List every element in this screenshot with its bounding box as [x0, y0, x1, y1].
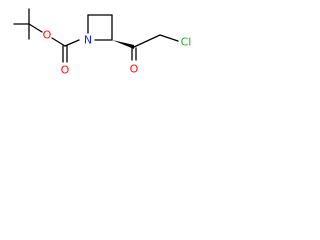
- ketone-oxygen-label: O: [130, 63, 139, 76]
- bond-ch2-to-chlorine: [159, 34, 179, 42]
- bond-carbonyl-c-to-nitrogen: [64, 39, 80, 47]
- molecule-drawing: O O N O Cl: [13, 8, 192, 77]
- ester-oxygen-label: O: [43, 29, 52, 42]
- nitrogen-label: N: [84, 34, 92, 47]
- stereo-wedge-bond: [112, 40, 134, 49]
- structure-canvas: O O N O Cl: [0, 0, 221, 109]
- bond-ester-oxygen-to-carbonyl-c: [51, 37, 66, 47]
- carbamate-carbonyl-oxygen-label: O: [61, 64, 70, 77]
- bond-ketone-c-to-ch2: [133, 34, 161, 48]
- bond-tbu-c-to-ester-oxygen: [28, 23, 43, 33]
- chlorine-label: Cl: [181, 36, 192, 49]
